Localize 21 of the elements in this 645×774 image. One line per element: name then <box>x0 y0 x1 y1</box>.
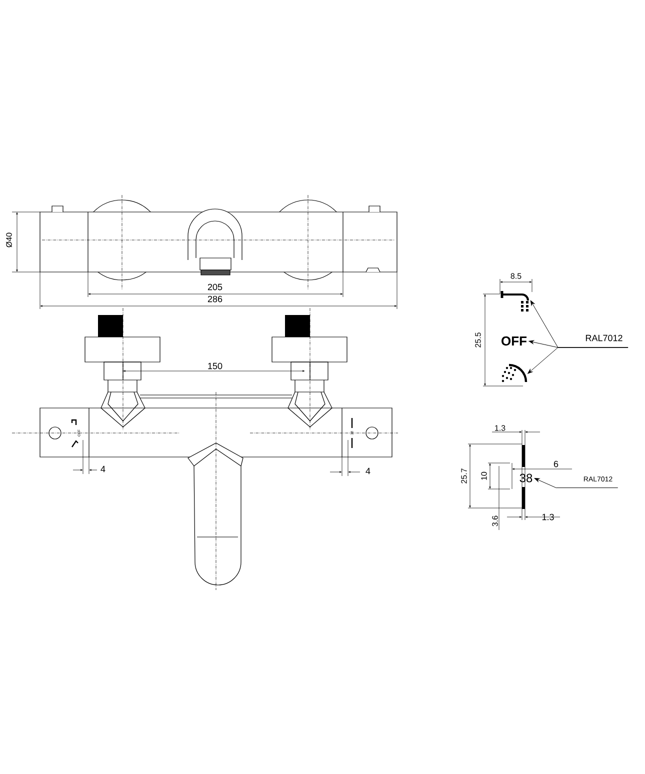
dimension-label: 286 <box>208 296 222 302</box>
leader-line <box>534 478 618 488</box>
dimension-label: 6 <box>554 460 558 468</box>
dimension-label: 25.5 <box>475 332 481 348</box>
dimension-label: 10 <box>481 472 487 480</box>
leader-line <box>528 347 628 374</box>
number-marking: 38 <box>520 474 532 482</box>
dimension-label: 8.5 <box>510 273 522 279</box>
dimension-label: Ø40 <box>6 232 12 248</box>
dimension-label: 4 <box>366 468 370 474</box>
dimension-label: 25.7 <box>461 468 467 484</box>
dimension-label: 1.3 <box>542 514 554 520</box>
text-label: OFF <box>502 336 527 346</box>
dimension-label: 3.6 <box>492 516 498 526</box>
dimension-label: 1.3 <box>495 425 506 431</box>
tub-spout-icon <box>500 291 529 312</box>
text-label: RAL7012 <box>586 334 622 342</box>
dimension-label: 150 <box>208 362 222 370</box>
shower-icon <box>502 364 528 382</box>
dimension-label: 4 <box>100 466 106 472</box>
dimension-label: 205 <box>208 284 222 290</box>
